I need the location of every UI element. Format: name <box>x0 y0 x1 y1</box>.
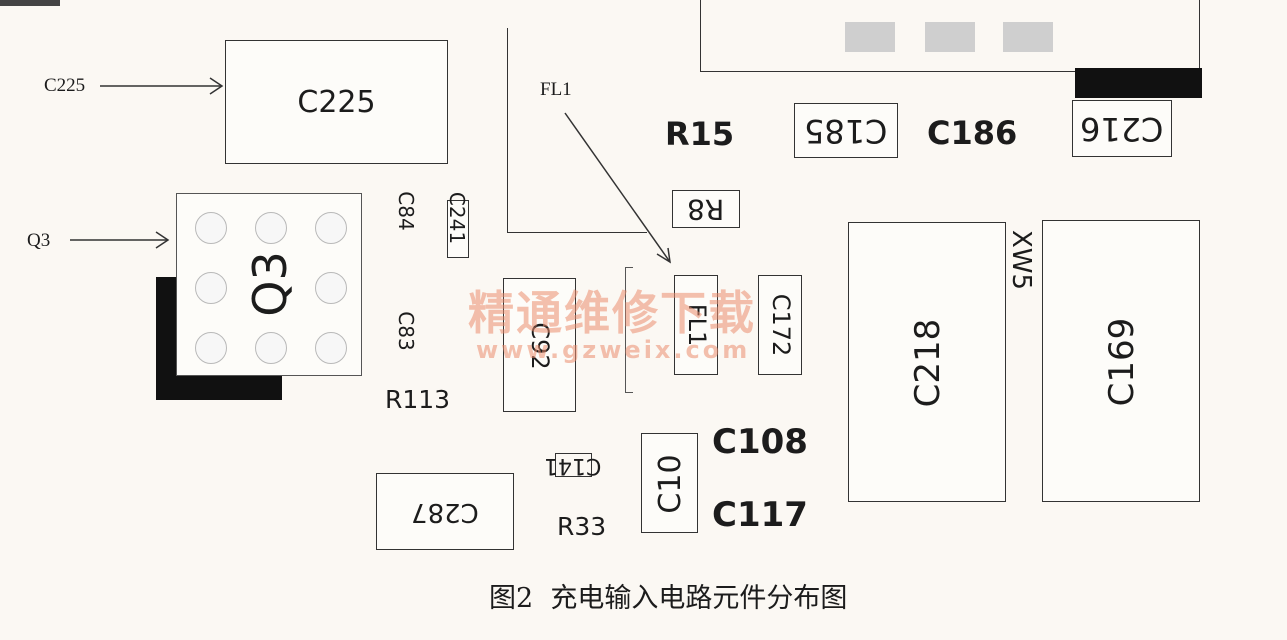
pad-hole <box>195 332 227 364</box>
pad-hole <box>195 212 227 244</box>
component-label-c287: C287 <box>411 496 479 527</box>
component-c241-body <box>447 200 469 258</box>
trace-line-h <box>507 232 647 233</box>
component-label-r8: R8 <box>687 192 725 226</box>
component-c218: C218 <box>848 222 1006 502</box>
component-r8: R8 <box>672 190 740 228</box>
component-c92: C92 <box>503 278 576 412</box>
connector-pad-2 <box>925 22 975 52</box>
component-q3: Q3 <box>176 193 362 376</box>
callout-label-c225: C225 <box>44 75 86 96</box>
q3-black-strip-bottom <box>156 375 282 400</box>
component-label-c141: C141 <box>544 452 602 478</box>
connector-pad-1 <box>845 22 895 52</box>
figure-caption: 图2 充电输入电路元件分布图 <box>489 583 848 614</box>
connector-outline <box>700 0 1200 72</box>
component-c185: C185 <box>794 103 898 158</box>
pad-hole <box>315 332 347 364</box>
pad-hole <box>255 332 287 364</box>
component-label-c218: C218 <box>908 318 948 408</box>
component-c10: C10 <box>641 433 698 533</box>
trace-line <box>507 28 508 233</box>
component-label-q3: Q3 <box>243 251 297 317</box>
component-c141: C141 <box>530 448 616 482</box>
component-c108: C108 <box>712 422 808 462</box>
component-r33: R33 <box>557 512 607 541</box>
component-label-c83: C83 <box>394 311 418 351</box>
component-label-c84: C84 <box>394 191 418 231</box>
component-label-c225: C225 <box>297 84 376 120</box>
component-label-c185: C185 <box>804 111 888 150</box>
component-c172: C172 <box>758 275 802 375</box>
component-label-c10: C10 <box>652 454 688 514</box>
top-left-mark <box>0 0 60 6</box>
component-c241: C241 <box>444 185 470 251</box>
component-r15: R15 <box>665 115 735 153</box>
component-r113: R113 <box>385 385 451 414</box>
connector-black-bar <box>1075 68 1202 98</box>
component-xw5: XW5 <box>1005 215 1037 305</box>
watermark-cn: 精通维修下载 <box>468 286 756 340</box>
watermark-url: www.gzweix.com <box>476 336 751 364</box>
pad-hole <box>255 212 287 244</box>
fl1-bracket <box>625 267 633 393</box>
callout-label-q3: Q3 <box>27 230 51 251</box>
component-c117: C117 <box>712 495 808 535</box>
component-c225: C225 <box>225 40 448 164</box>
component-c216: C216 <box>1072 100 1172 157</box>
component-c84: C84 <box>393 183 419 239</box>
component-c83: C83 <box>393 303 419 359</box>
callout-label-fl1: FL1 <box>540 79 572 100</box>
component-fl1: FL1 <box>674 275 718 375</box>
component-label-xw5: XW5 <box>1006 229 1036 291</box>
component-label-c172: C172 <box>767 293 795 357</box>
component-label-c241: C241 <box>445 191 469 245</box>
pad-hole <box>195 272 227 304</box>
component-label-c216: C216 <box>1080 109 1164 148</box>
component-c169: C169 <box>1042 220 1200 502</box>
pad-hole <box>315 212 347 244</box>
component-c186: C186 <box>927 114 1018 152</box>
component-label-c169: C169 <box>1102 317 1142 407</box>
connector-pad-3 <box>1003 22 1053 52</box>
component-c287: C287 <box>376 473 514 550</box>
pad-hole <box>315 272 347 304</box>
